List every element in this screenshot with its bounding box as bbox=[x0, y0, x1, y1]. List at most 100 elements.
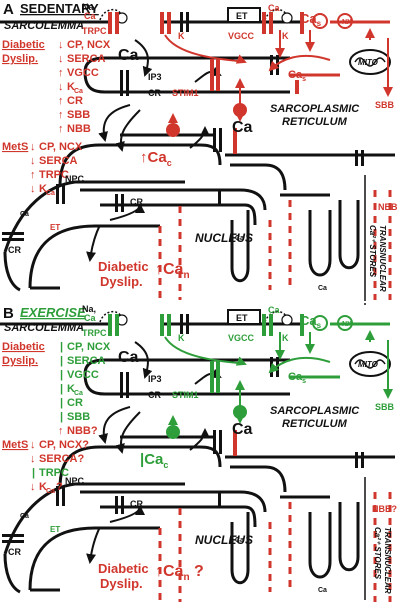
b-mito-label: MITO bbox=[358, 360, 379, 369]
panel-b-diabetic-list: | CP, NCX | SERCA | VGCC | K Ca | CR | S… bbox=[58, 341, 111, 437]
a-can: ↑Can bbox=[155, 261, 190, 281]
a-cas-2: Cas bbox=[288, 69, 306, 83]
b-diab-item: NBB? bbox=[67, 425, 98, 437]
a-mito-label: MITO bbox=[358, 58, 379, 67]
b-sr-label-2: RETICULUM bbox=[282, 418, 348, 430]
panel-b-mets-list: ↓ CP, NCX? ↓ SERCA? | TRPC ↓ K Ca ? bbox=[30, 439, 89, 495]
a-k-label: K bbox=[178, 31, 185, 41]
b-stim1-label: STIM1 bbox=[172, 390, 199, 400]
b-mets-arrow: ↓ bbox=[30, 453, 36, 465]
a-cas: Cas bbox=[300, 11, 322, 28]
a-sbb-label: SBB bbox=[375, 100, 395, 110]
b-ca-small-3: Ca bbox=[318, 587, 327, 594]
a-trpc-label: TRPC bbox=[82, 26, 107, 36]
panel-a-mets-list: ↓ CP, NCX ↓ SERCA ↑ TRPC ↓ K Ca bbox=[30, 141, 83, 197]
b-diab-arrow: ↑ bbox=[58, 425, 64, 437]
b-diab-bar: | bbox=[60, 341, 63, 353]
a-dyslip-label-2: Dyslip. bbox=[100, 274, 143, 289]
b-cr-label-3: CR bbox=[8, 547, 21, 557]
a-mets-arrow: ↓ bbox=[30, 141, 36, 153]
panel-b-dyslip: Dyslip. bbox=[2, 355, 38, 367]
b-mets-bar: | bbox=[32, 467, 35, 479]
panel-b: B EXERCISE SARCOLEMMA Diabetic Dyslip. |… bbox=[0, 304, 397, 602]
b-cac: |Cac bbox=[140, 451, 168, 470]
b-et-can: ET bbox=[50, 525, 60, 534]
b-diab-bar: | bbox=[60, 397, 63, 409]
b-cr-label-2: CR bbox=[130, 499, 143, 509]
a-ca-label: Ca bbox=[84, 11, 96, 21]
panel-a-title: SEDENTARY bbox=[20, 1, 99, 16]
a-cr-label-3: CR bbox=[8, 245, 21, 255]
b-diab-bar: | bbox=[60, 369, 63, 381]
a-ca-small: Ca bbox=[20, 211, 29, 218]
b-dyslip-label-2: Dyslip. bbox=[100, 576, 143, 591]
b-nbb-label: NBB? bbox=[372, 504, 397, 514]
a-diab-item: CR bbox=[67, 95, 83, 107]
b-ca-big-2: Ca bbox=[232, 421, 253, 438]
a-diab-arrow: ↓ bbox=[58, 53, 64, 65]
b-cr-label: CR bbox=[148, 390, 161, 400]
b-diab-item: CP, NCX bbox=[67, 341, 111, 353]
a-diab-item: SERCA bbox=[67, 53, 106, 65]
a-diab-arrow: ↓ bbox=[58, 39, 64, 51]
b-ca-small-2: Ca bbox=[235, 537, 244, 544]
b-ca-label-2: Ca bbox=[268, 305, 280, 315]
panel-b-green-channels bbox=[108, 314, 393, 602]
b-transnuc-label: TRANSNUCLEAR bbox=[383, 527, 392, 594]
b-diab-item: K bbox=[67, 383, 75, 395]
a-diab-item: NBB bbox=[67, 123, 91, 135]
b-mets-item: TRPC bbox=[39, 467, 69, 479]
b-cas-2: Cas bbox=[288, 371, 306, 385]
a-transnuc-label: TRANSNUCLEAR bbox=[378, 225, 387, 292]
b-diab-item: CR bbox=[67, 397, 83, 409]
b-diab-sub: Ca bbox=[74, 390, 83, 397]
b-diab-item: SBB bbox=[67, 411, 90, 423]
b-vgcc-label: VGCC bbox=[228, 333, 255, 343]
a-ca-small-2: Ca bbox=[235, 235, 244, 242]
a-na-label: Na, bbox=[82, 2, 96, 12]
b-nucleus-label: NUCLEUS bbox=[195, 533, 253, 547]
panel-a-diabetic: Diabetic bbox=[2, 39, 45, 51]
b-transnuc-label-2: Ca²⁺ STORES bbox=[373, 527, 382, 580]
b-ca-label: Ca bbox=[84, 313, 96, 323]
a-mets-item: CP, NCX bbox=[39, 141, 83, 153]
b-diab-bar: | bbox=[60, 383, 63, 395]
b-diab-item: VGCC bbox=[67, 369, 99, 381]
b-mets-arrow: ↓ bbox=[30, 439, 36, 451]
a-k-label-2: K bbox=[282, 31, 289, 41]
a-ca-big: Ca bbox=[118, 47, 139, 64]
b-diab-bar: | bbox=[60, 411, 63, 423]
panel-a-sarcolemma: SARCOLEMMA bbox=[4, 20, 84, 32]
a-vgcc-label: VGCC bbox=[228, 31, 255, 41]
panel-b-mets: MetS bbox=[2, 439, 28, 451]
b-k-label-2: K bbox=[282, 333, 289, 343]
b-et-label: ET bbox=[236, 313, 248, 323]
a-ca-small-3: Ca bbox=[318, 285, 327, 292]
a-diab-arrow: ↓ bbox=[58, 81, 64, 93]
b-ca-big: Ca bbox=[118, 349, 139, 366]
a-mets-arrow: ↓ bbox=[30, 155, 36, 167]
a-et-can: ET bbox=[50, 223, 60, 232]
a-et-label: ET bbox=[236, 11, 248, 21]
a-cr-label: CR bbox=[148, 88, 161, 98]
b-trpc-label: TRPC bbox=[82, 328, 107, 338]
a-ca-label-2: Ca bbox=[268, 3, 280, 13]
b-na-label: Na, bbox=[82, 304, 96, 314]
b-npc-label: NPC bbox=[65, 476, 85, 486]
b-mets-item: CP, NCX? bbox=[39, 439, 89, 451]
a-diab-item: CP, NCX bbox=[67, 39, 111, 51]
a-diab-item: K bbox=[67, 81, 75, 93]
a-cac: ↑Cac bbox=[140, 149, 172, 168]
a-mets-item: TRPC bbox=[39, 169, 69, 181]
b-sbb-label: SBB bbox=[375, 402, 395, 412]
b-diab-label-2: Diabetic bbox=[98, 561, 149, 576]
b-mets-item: SERCA? bbox=[39, 453, 85, 465]
b-cas: Cas bbox=[300, 313, 322, 330]
panel-a-dyslip: Dyslip. bbox=[2, 53, 38, 65]
b-ip3-label: IP3 bbox=[148, 374, 162, 384]
panel-a-diabetic-list: ↓ CP, NCX ↓ SERCA ↑ VGCC ↓ K Ca ↑ CR ↑ S… bbox=[58, 39, 111, 135]
b-mets-sub: Ca bbox=[46, 488, 55, 495]
b-mets-arrow: ↓ bbox=[30, 481, 36, 493]
a-npc-label: NPC bbox=[65, 174, 85, 184]
